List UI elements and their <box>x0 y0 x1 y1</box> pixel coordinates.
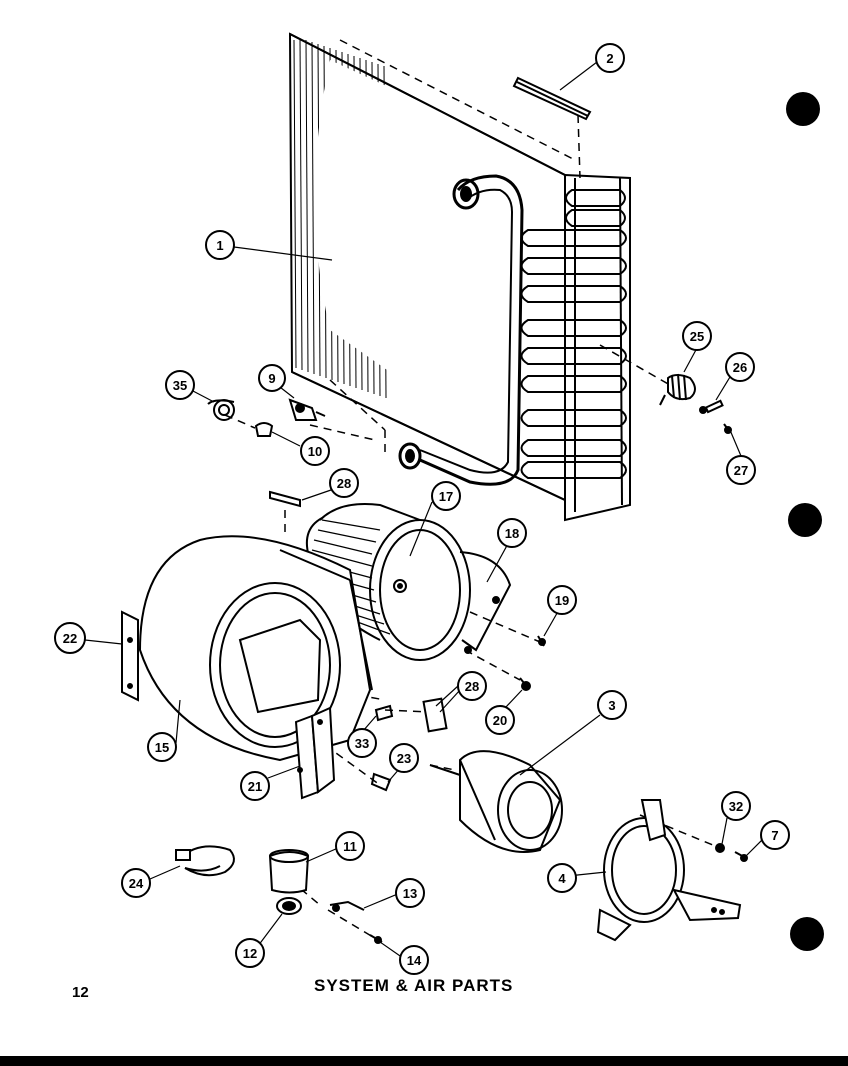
callout-27: 27 <box>726 455 756 485</box>
svg-text:28: 28 <box>465 679 479 694</box>
svg-text:10: 10 <box>308 444 322 459</box>
callout-4: 4 <box>547 863 577 893</box>
svg-text:15: 15 <box>155 740 169 755</box>
svg-text:28: 28 <box>337 476 351 491</box>
svg-text:21: 21 <box>248 779 262 794</box>
callout-32: 32 <box>721 791 751 821</box>
punch-hole-middle <box>788 503 822 537</box>
callout-17: 17 <box>431 481 461 511</box>
svg-text:2: 2 <box>606 51 613 66</box>
callout-26: 26 <box>725 352 755 382</box>
callout-28-upper: 28 <box>329 468 359 498</box>
callout-21: 21 <box>240 771 270 801</box>
svg-text:35: 35 <box>173 378 187 393</box>
svg-text:4: 4 <box>558 871 566 886</box>
callout-15: 15 <box>147 732 177 762</box>
svg-text:22: 22 <box>63 631 77 646</box>
callout-2: 2 <box>595 43 625 73</box>
callout-1: 1 <box>205 230 235 260</box>
svg-text:25: 25 <box>690 329 704 344</box>
svg-text:7: 7 <box>771 828 778 843</box>
svg-text:26: 26 <box>733 360 747 375</box>
callout-13: 13 <box>395 878 425 908</box>
callout-25: 25 <box>682 321 712 351</box>
svg-text:11: 11 <box>343 839 357 854</box>
blower-housing <box>121 535 373 762</box>
svg-text:32: 32 <box>729 799 743 814</box>
svg-text:12: 12 <box>243 946 257 961</box>
callout-35: 35 <box>165 370 195 400</box>
callout-11: 11 <box>335 831 365 861</box>
svg-text:17: 17 <box>439 489 453 504</box>
callout-19: 19 <box>547 585 577 615</box>
punch-hole-bottom <box>790 917 824 951</box>
punch-hole-top <box>786 92 820 126</box>
callout-33: 33 <box>347 728 377 758</box>
diagram-caption: SYSTEM & AIR PARTS <box>314 976 514 995</box>
scan-edge <box>0 1056 848 1066</box>
callout-14: 14 <box>399 945 429 975</box>
callout-18: 18 <box>497 518 527 548</box>
svg-text:18: 18 <box>505 526 519 541</box>
callout-24: 24 <box>121 868 151 898</box>
svg-text:3: 3 <box>608 698 615 713</box>
blower-motor <box>429 750 563 853</box>
svg-text:1: 1 <box>216 238 223 253</box>
callout-20: 20 <box>485 705 515 735</box>
callout-12: 12 <box>235 938 265 968</box>
callout-3: 3 <box>597 690 627 720</box>
svg-text:24: 24 <box>129 876 144 891</box>
svg-text:14: 14 <box>407 953 422 968</box>
callout-10: 10 <box>300 436 330 466</box>
callout-23: 23 <box>389 743 419 773</box>
svg-text:9: 9 <box>268 371 275 386</box>
callouts: 1 2 25 26 27 35 9 10 <box>54 43 790 975</box>
callout-28-lower: 28 <box>457 671 487 701</box>
svg-text:33: 33 <box>355 736 369 751</box>
page-number: 12 <box>72 984 89 1001</box>
svg-text:19: 19 <box>555 593 569 608</box>
callout-7: 7 <box>760 820 790 850</box>
callout-9: 9 <box>258 364 286 392</box>
motor-mount <box>596 799 748 942</box>
svg-text:23: 23 <box>397 751 411 766</box>
svg-text:27: 27 <box>734 463 748 478</box>
coil-part <box>288 32 631 522</box>
svg-text:13: 13 <box>403 886 417 901</box>
callout-22: 22 <box>54 622 86 654</box>
svg-text:20: 20 <box>493 713 507 728</box>
